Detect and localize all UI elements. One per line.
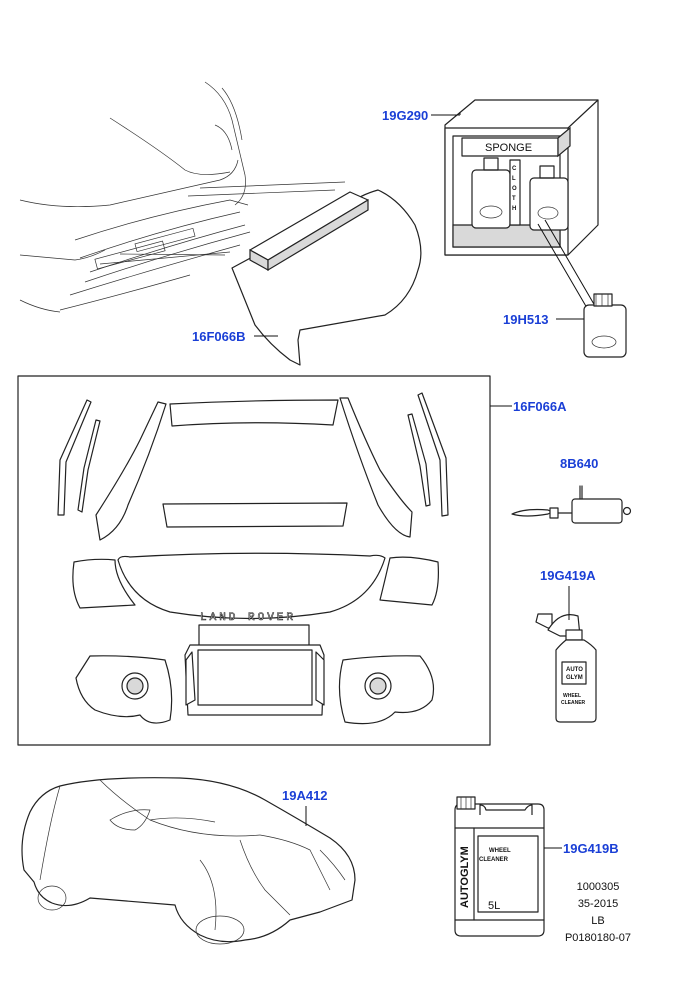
svg-text:C: C (512, 166, 517, 172)
protection-film-pieces (57, 392, 449, 725)
film-kit-frame (17, 375, 491, 746)
callout-16f066b[interactable]: 16F066B (192, 329, 245, 344)
car-cover (21, 777, 356, 945)
spray-bottle (535, 586, 597, 723)
reference-line-3: LB (591, 915, 604, 927)
spray-brand-line1: AUTO (566, 667, 583, 673)
callout-8b640[interactable]: 8B640 (560, 456, 598, 471)
container-brand: AUTOGLYM (459, 846, 471, 908)
container-volume: 5L (488, 900, 500, 912)
rear-bumper-protector (231, 189, 422, 366)
vehicle-rear-illustration (19, 81, 346, 313)
polish-bottle (583, 293, 627, 358)
reference-line-2: 35-2015 (578, 898, 618, 910)
spray-product-line2: CLEANER (561, 700, 586, 706)
callout-19h513[interactable]: 19H513 (503, 312, 549, 327)
trim-tool (511, 485, 632, 524)
svg-text:L: L (512, 176, 516, 182)
reference-line-1: 1000305 (577, 881, 620, 893)
callout-16f066a[interactable]: 16F066A (513, 399, 567, 414)
callout-19g419a[interactable]: 19G419A (540, 568, 596, 583)
cloth-label: C L O T H (512, 166, 517, 212)
spray-brand-line2: GLYM (566, 675, 583, 681)
svg-text:O: O (512, 186, 517, 192)
land-rover-badge-text: LAND ROVER (200, 612, 296, 624)
callout-19a412[interactable]: 19A412 (282, 788, 328, 803)
reference-line-4: P0180180-07 (565, 932, 631, 944)
container-product-line1: WHEEL (489, 848, 511, 854)
callout-19g419b[interactable]: 19G419B (563, 841, 619, 856)
svg-text:T: T (512, 196, 516, 202)
callout-19g290[interactable]: 19G290 (382, 108, 428, 123)
wheel-cleaner-container (454, 796, 545, 937)
sponge-label: SPONGE (485, 142, 532, 154)
svg-text:H: H (512, 206, 516, 212)
spray-product-line1: WHEEL (563, 693, 581, 699)
care-kit-box (444, 99, 603, 321)
container-product-line2: CLEANER (479, 857, 509, 863)
